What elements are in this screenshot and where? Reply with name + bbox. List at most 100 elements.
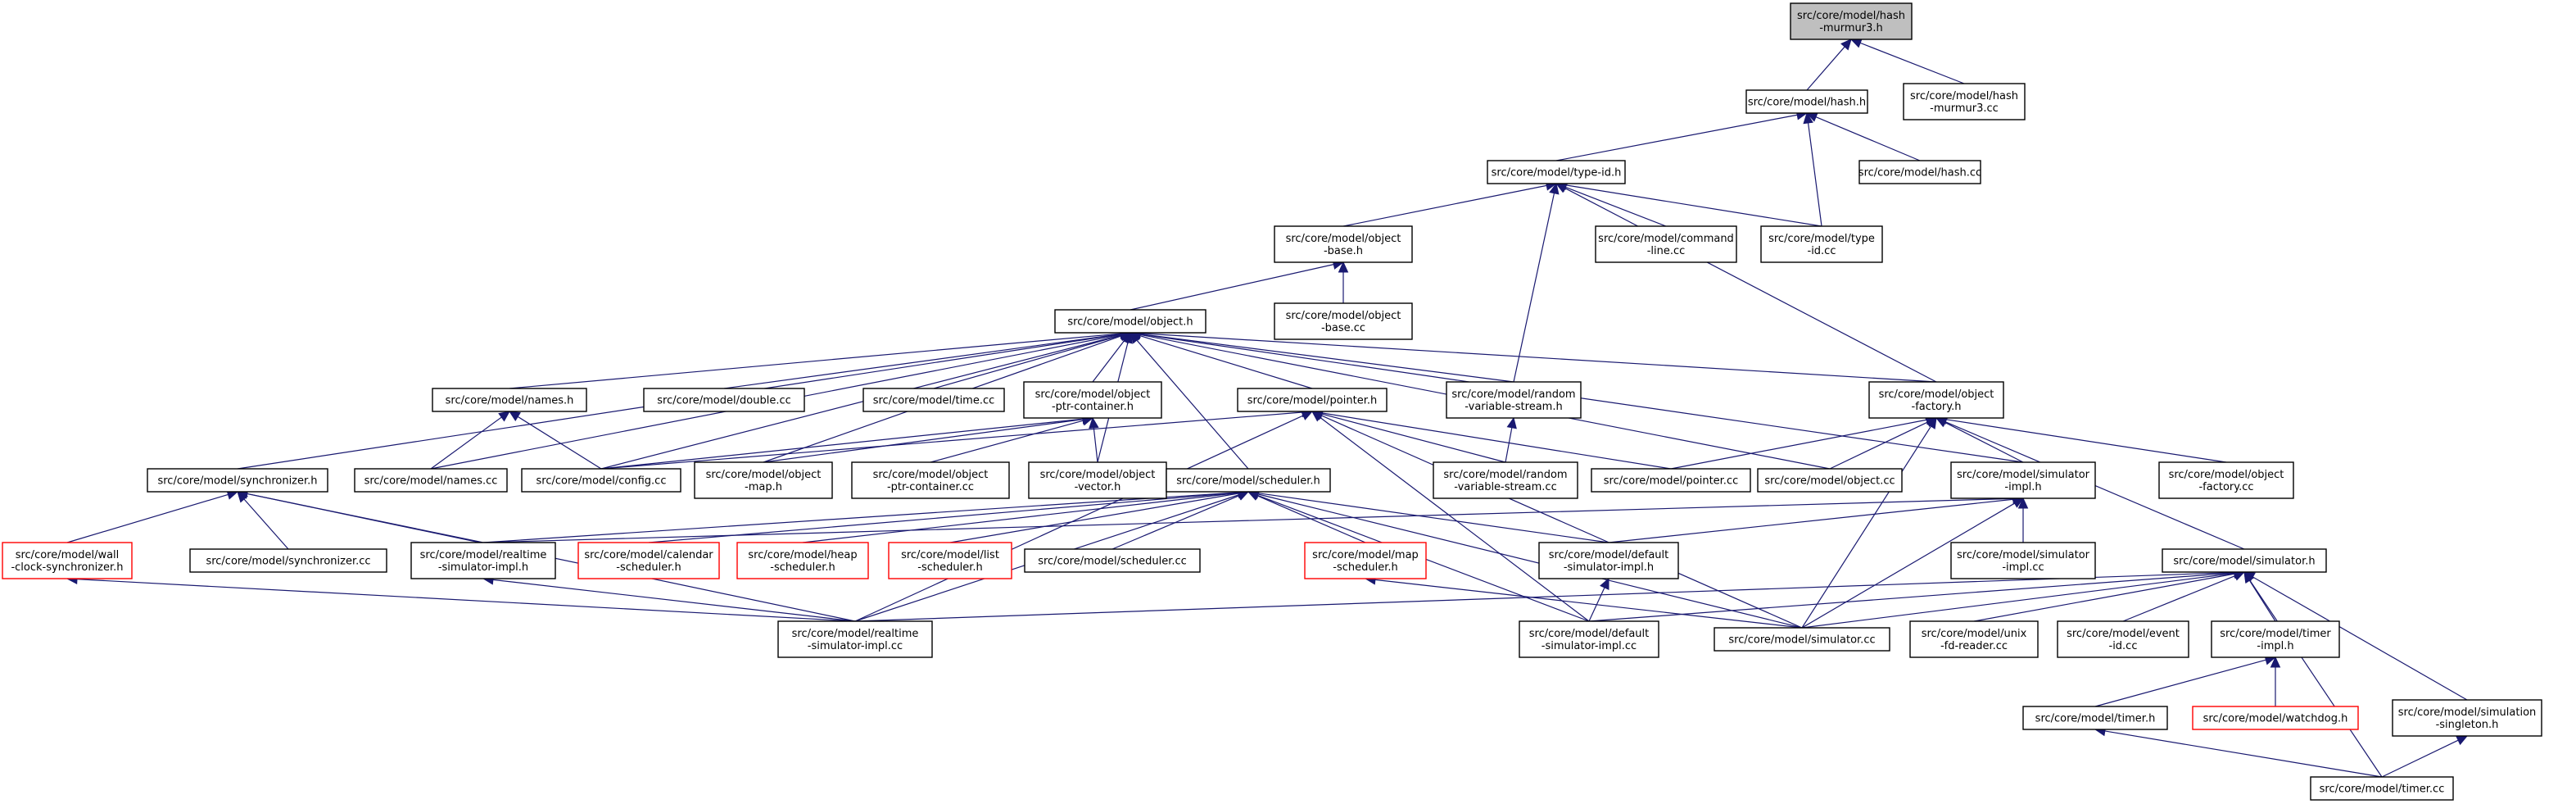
file-node-event-id-cc[interactable]: src/core/model/event-id.cc [2057,620,2189,658]
file-node-label: src/core/model/scheduler.cc [1038,556,1187,568]
include-edge-names_h-to-names_cc [430,411,510,470]
edge-line [1320,415,1803,629]
file-node-heap-scheduler-h[interactable]: src/core/model/heap-scheduler.h [736,542,869,579]
file-node-label: -scheduler.h [616,561,681,574]
file-node-label: src/core/model/hash [1910,90,2018,102]
include-edge-simulator_impl_h-to-simulator_impl_cc [2017,497,2029,543]
edge-line [1139,333,1514,383]
edge-line [1945,419,2227,463]
file-node-object-map-h[interactable]: src/core/model/object-map.h [694,461,833,499]
file-node-list-scheduler-h[interactable]: src/core/model/list-scheduler.h [888,542,1012,579]
file-node-object-base-cc[interactable]: src/core/model/object-base.cc [1274,302,1413,340]
file-node-label: src/core/model/random [1443,469,1567,481]
include-edge-random_variable_stream_h-to-random_variable_stream_cc [1505,416,1517,463]
file-node-object-vector-h[interactable]: src/core/model/object-vector.h [1028,461,1167,499]
file-node-label: -simulator-impl.cc [808,640,903,652]
file-node-hash-h[interactable]: src/core/model/hash.h [1745,89,1868,114]
file-node-box [2162,548,2327,573]
file-node-label: -scheduler.h [770,561,835,574]
file-node-simulator-h[interactable]: src/core/model/simulator.h [2162,548,2327,573]
file-node-label: src/core/model/simulator [1957,549,2090,561]
file-node-command-line-cc[interactable]: src/core/model/command-line.cc [1595,225,1737,263]
file-node-pointer-h[interactable]: src/core/model/pointer.h [1237,388,1388,412]
file-node-label: src/core/model/map [1312,549,1419,561]
edge-line [1092,340,1125,383]
file-node-object-factory-h[interactable]: src/core/model/object-factory.h [1868,381,2004,419]
file-node-time-cc[interactable]: src/core/model/time.cc [862,388,1005,412]
file-node-unix-fd-reader-cc[interactable]: src/core/model/unix-fd-reader.cc [1909,620,2039,658]
file-node-label: src/core/model/synchronizer.h [157,475,317,488]
file-node-timer-impl-h[interactable]: src/core/model/timer-impl.h [2211,620,2340,658]
include-edge-object_base_h-to-object_h [1130,259,1345,311]
edge-line [1321,413,1506,463]
include-edge-pointer_h-to-config_cc [600,407,1314,470]
file-node-box [2057,620,2189,658]
file-node-timer-h[interactable]: src/core/model/timer.h [2022,706,2168,730]
file-node-names-cc[interactable]: src/core/model/names.cc [354,468,508,493]
edge-line [600,334,1121,470]
file-node-object-base-h[interactable]: src/core/model/object-base.h [1274,225,1413,263]
file-node-label: src/core/model/random [1451,388,1575,401]
edge-line [1321,412,1672,470]
file-node-simulation-singleton-h[interactable]: src/core/model/simulation-singleton.h [2392,699,2542,737]
file-node-label: -base.cc [1321,322,1365,334]
file-node-realtime-simulator-impl-cc[interactable]: src/core/model/realtime-simulator-impl.c… [777,620,933,658]
file-node-label: src/core/model/scheduler.h [1176,475,1320,488]
file-node-object-cc[interactable]: src/core/model/object.cc [1757,468,1903,493]
file-node-hash-cc[interactable]: src/core/model/hash.cc [1858,160,1981,184]
include-edge-names_h-to-config_cc [508,411,602,470]
file-node-label: src/core/model/time.cc [873,395,995,407]
file-node-map-scheduler-h[interactable]: src/core/model/map-scheduler.h [1304,542,1427,579]
file-node-object-ptr-container-h[interactable]: src/core/model/object-ptr-container.h [1023,381,1162,419]
file-node-box [1745,89,1868,114]
file-node-config-cc[interactable]: src/core/model/config.cc [521,468,681,493]
file-node-names-h[interactable]: src/core/model/names.h [432,388,587,412]
file-node-double-cc[interactable]: src/core/model/double.cc [643,388,805,412]
include-edge-default_simulator_impl_h-to-default_simulator_impl_cc [1588,577,1609,622]
file-node-scheduler-cc[interactable]: src/core/model/scheduler.cc [1024,548,1201,573]
file-node-synchronizer-h[interactable]: src/core/model/synchronizer.h [147,468,328,493]
file-node-label: -impl.cc [2002,561,2044,574]
file-node-object-h[interactable]: src/core/model/object.h [1054,309,1207,334]
include-edge-simulator_h-to-timer_cc [2243,571,2383,778]
edge-line [482,492,1239,543]
edge-arrowhead [1301,411,1314,420]
edge-line [933,334,1121,389]
file-node-simulator-impl-h[interactable]: src/core/model/simulator-impl.h [1950,461,2096,499]
file-node-box [1054,309,1207,334]
file-node-wall-clock-synchronizer-h[interactable]: src/core/model/wall-clock-synchronizer.h [2,542,133,579]
file-node-simulator-impl-cc[interactable]: src/core/model/simulator-impl.cc [1950,542,2096,579]
include-edge-hash_murmur3_h-to-hash_h [1806,39,1852,91]
file-node-object-ptr-container-cc[interactable]: src/core/model/object-ptr-container.cc [851,461,1010,499]
file-node-hash-murmur3-h[interactable]: src/core/model/hash-murmur3.h [1790,2,1913,40]
edge-arrowhead [1840,39,1852,51]
file-node-random-variable-stream-h[interactable]: src/core/model/random-variable-stream.h [1446,381,1582,419]
file-node-watchdog-h[interactable]: src/core/model/watchdog.h [2192,706,2359,730]
file-node-box [2392,699,2542,737]
file-node-scheduler-h[interactable]: src/core/model/scheduler.h [1166,468,1331,493]
file-node-random-variable-stream-cc[interactable]: src/core/model/random-variable-stream.cc [1433,461,1578,499]
file-node-synchronizer-cc[interactable]: src/core/model/synchronizer.cc [189,548,387,573]
file-node-default-simulator-impl-h[interactable]: src/core/model/default-simulator-impl.h [1538,542,1679,579]
edge-line [854,415,1304,622]
file-node-timer-cc[interactable]: src/core/model/timer.cc [2310,776,2454,801]
file-node-realtime-simulator-impl-h[interactable]: src/core/model/realtime-simulator-impl.h [410,542,556,579]
file-node-type-id-cc[interactable]: src/core/model/type-id.cc [1760,225,1883,263]
edge-line [802,492,1239,543]
file-node-object-factory-cc[interactable]: src/core/model/object-factory.cc [2158,461,2294,499]
file-node-simulator-cc[interactable]: src/core/model/simulator.cc [1714,627,1890,652]
file-node-type-id-h[interactable]: src/core/model/type-id.h [1487,160,1626,184]
file-node-hash-murmur3-cc[interactable]: src/core/model/hash-murmur3.cc [1903,83,2026,120]
file-node-label: src/core/model/config.cc [536,475,667,488]
file-node-default-simulator-impl-cc[interactable]: src/core/model/default-simulator-impl.cc [1519,620,1659,658]
file-node-pointer-cc[interactable]: src/core/model/pointer.cc [1591,468,1751,493]
file-node-label: src/core/model/unix [1922,628,2027,640]
file-node-label: src/core/model/type [1768,233,1875,245]
file-node-calendar-scheduler-h[interactable]: src/core/model/calendar-scheduler.h [577,542,720,579]
edge-arrowhead [498,411,510,422]
edge-line [854,571,2235,622]
include-edge-hash_h-to-type_id_h [1555,110,1809,161]
include-edge-object_ptr_container_h-to-object_ptr_container_cc [930,416,1094,463]
edge-line [1139,333,1937,383]
